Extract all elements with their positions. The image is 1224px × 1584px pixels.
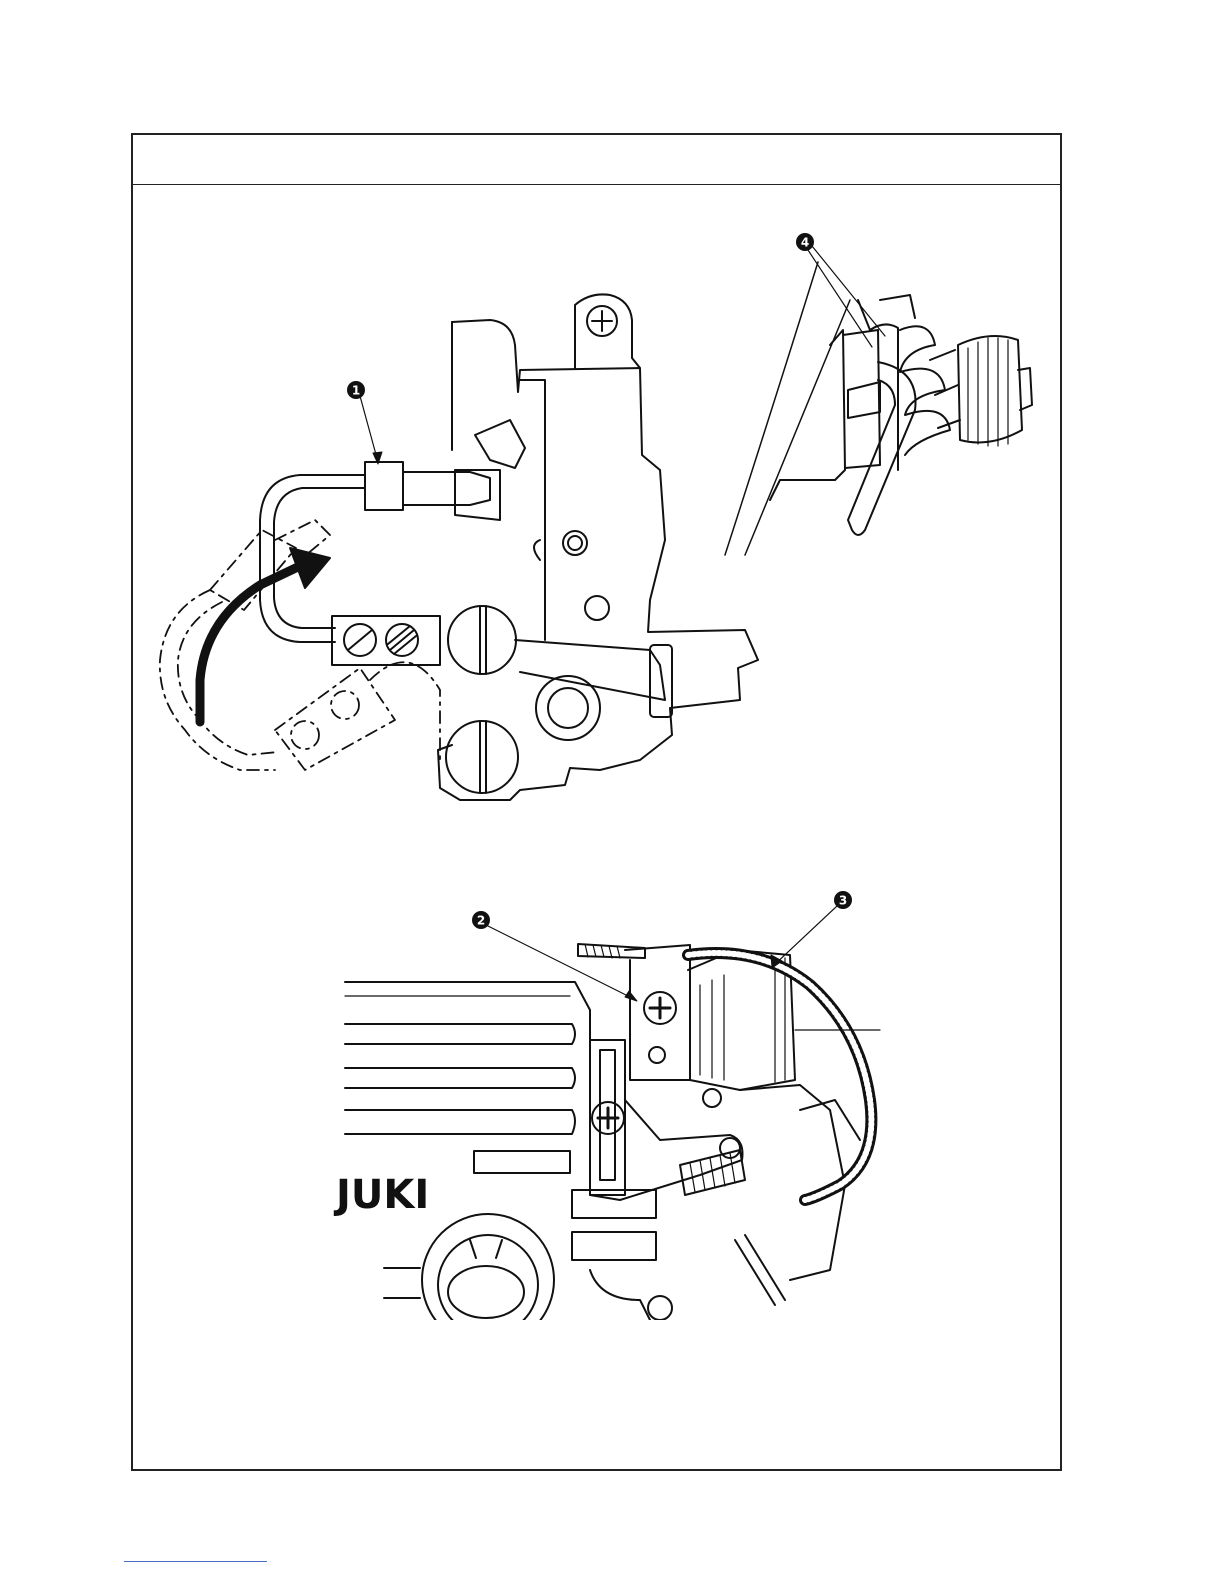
thread-guide-drawing: 1: [150, 280, 770, 810]
mount-screw-slot: [592, 311, 612, 331]
alt-clamp-block: [275, 668, 395, 770]
callout-2-number: 2: [477, 914, 485, 928]
head-top-edge: [345, 982, 590, 1090]
rib-6: [572, 1232, 656, 1260]
callout-1-leader: [360, 396, 378, 462]
alt-screw-2: [331, 691, 359, 719]
rib-2: [345, 1068, 575, 1088]
oil-window-marks: [470, 1240, 502, 1258]
lower-body: [590, 1270, 650, 1320]
body-inner-edge: [520, 380, 545, 640]
callout-3-number: 3: [839, 894, 847, 908]
oil-window-glass: [448, 1266, 524, 1318]
lower-nut: [648, 1296, 672, 1320]
shaft-nut: [703, 1089, 721, 1107]
plate-outline: [770, 330, 845, 500]
big-screw-upper-slot: [480, 606, 486, 674]
footnote-rule: [124, 1561, 267, 1562]
body-bump: [534, 540, 540, 560]
callout-1-number: 1: [352, 384, 360, 398]
gear-teeth-front: [700, 975, 724, 1080]
figure-tension-spring: 4: [720, 228, 1050, 558]
alt-wire-outer: [160, 590, 275, 770]
figure-thread-guide: 1: [150, 280, 770, 810]
callout-4-number: 4: [801, 236, 809, 250]
big-screw-upper: [448, 606, 516, 674]
clamp-screw-2-hatch: [388, 626, 416, 654]
clamp-screw-1-slot: [348, 630, 372, 650]
body-curve-outer: [725, 262, 818, 555]
tension-nut-knurl: [968, 338, 1008, 446]
upper-bracket: [625, 945, 690, 1080]
lever-arm: [515, 640, 665, 700]
callout-2-leader: [486, 925, 636, 1000]
mount-ear: [575, 294, 640, 368]
rib-3: [345, 1110, 575, 1134]
callout-3-leader: [773, 905, 838, 966]
wire-clamp-arm: [403, 472, 490, 505]
right-body-edge: [800, 1100, 860, 1140]
callout-4-leaders: [806, 246, 885, 347]
thread-hook: [475, 420, 525, 468]
gear-teeth-back: [775, 958, 785, 1082]
body-hole-1: [563, 531, 587, 555]
bracket-hole: [649, 1047, 665, 1063]
body-hole-1-inner: [568, 536, 582, 550]
frame-header-band: [133, 135, 1060, 185]
oil-window-tabs: [384, 1268, 420, 1298]
pivot-ring-inner: [548, 688, 588, 728]
hook-bracket: [455, 470, 500, 520]
bracket-screw-cross: [650, 998, 670, 1018]
move-arrow-shaft: [200, 565, 302, 722]
tension-spring-drawing: 4: [720, 228, 1050, 558]
big-screw-lower: [446, 721, 518, 793]
figure-machine-head: JUKI 2 3: [330, 885, 890, 1325]
rib-4: [474, 1151, 570, 1173]
oil-window-outer: [422, 1214, 554, 1325]
alt-outline: [370, 662, 440, 760]
body-curve-inner: [745, 300, 850, 555]
machine-head-drawing: JUKI 2 3: [330, 885, 890, 1325]
body-hole-2: [585, 596, 609, 620]
disc-hub: [848, 382, 880, 418]
alt-wire-inner: [178, 602, 278, 755]
big-screw-lower-slot: [480, 721, 486, 793]
flex-conduit: [688, 953, 871, 1200]
alt-screw-1: [291, 721, 319, 749]
logo-text: JUKI: [333, 1172, 429, 1218]
rib-1: [345, 1024, 575, 1044]
rod: [735, 1235, 785, 1305]
flex-conduit-ribbing: [688, 953, 871, 1200]
wire-sleeve: [365, 462, 403, 510]
